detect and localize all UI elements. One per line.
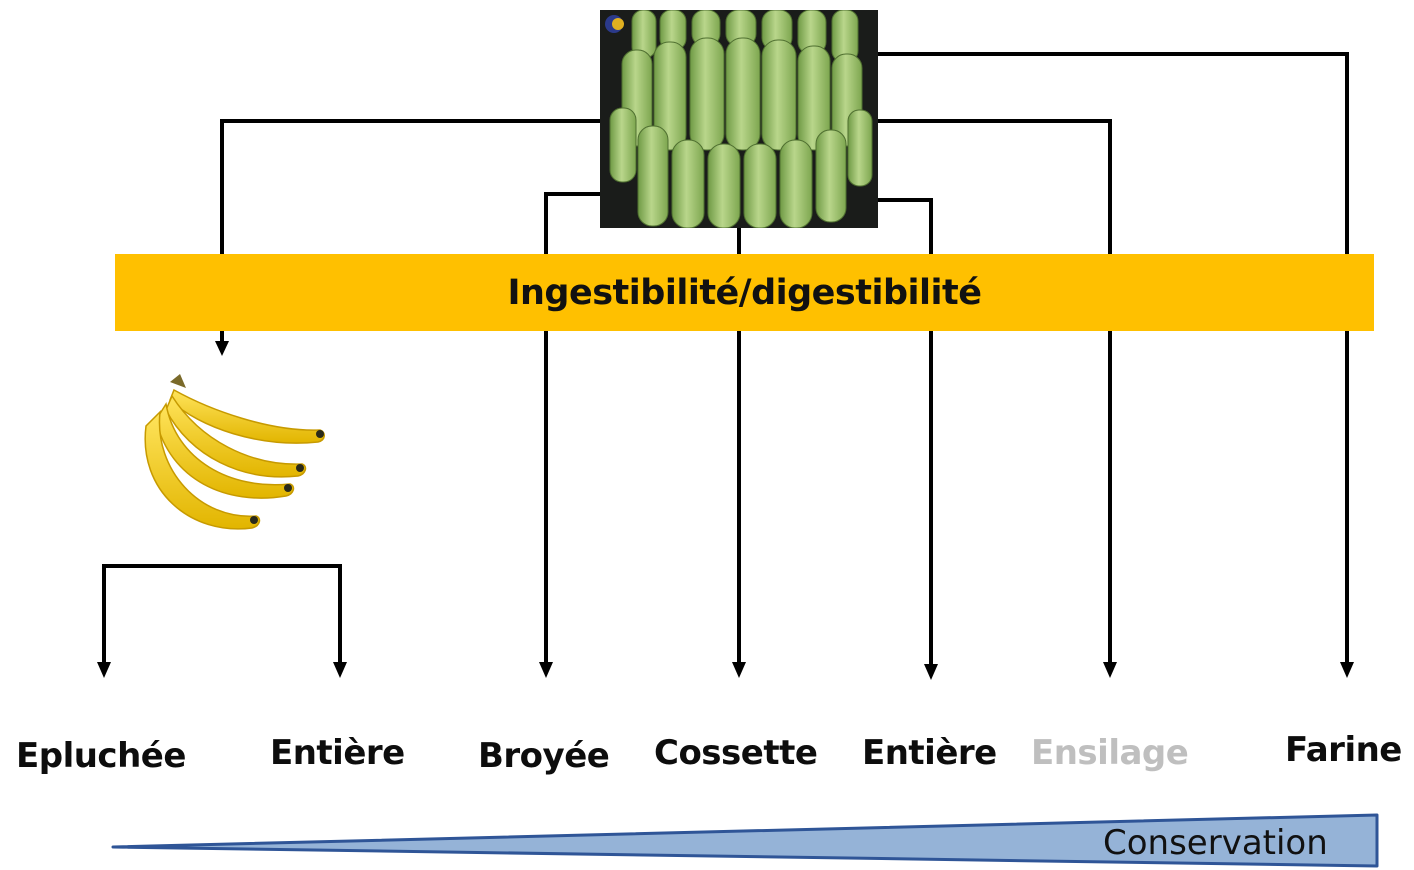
arrowhead-farine	[1340, 662, 1354, 678]
green-banana-bunch-image	[600, 10, 878, 228]
arrowhead-ripe	[215, 341, 229, 356]
label-entiere-green: Entière	[862, 733, 997, 773]
ingestibility-digestibility-bar: Ingestibilité/digestibilité	[115, 254, 1374, 331]
arrowhead-epluchee	[97, 662, 111, 678]
label-entiere-ripe: Entière	[270, 733, 405, 773]
conservation-label: Conservation	[1103, 823, 1328, 863]
connector-entiere-green	[875, 198, 933, 666]
arrowhead-cossette	[732, 662, 746, 678]
arrowhead-entiere-ripe	[333, 662, 347, 678]
ingestibility-digestibility-label: Ingestibilité/digestibilité	[507, 272, 982, 313]
label-epluchee: Epluchée	[16, 736, 186, 776]
label-cossette: Cossette	[654, 733, 818, 773]
label-broyee: Broyée	[478, 736, 610, 776]
label-farine: Farine	[1285, 730, 1402, 770]
arrowhead-ensilage	[1103, 662, 1117, 678]
connector-broyee	[544, 192, 605, 664]
arrowhead-broyee	[539, 662, 553, 678]
label-ensilage: Ensilage	[1031, 733, 1189, 773]
ripe-yellow-bananas-image	[144, 374, 325, 530]
conservation-wedge	[111, 813, 1379, 868]
arrowhead-entiere-green	[924, 664, 938, 680]
connector-ripe-split	[102, 564, 342, 664]
connector-farine	[875, 52, 1349, 664]
connector-ensilage	[875, 119, 1112, 664]
